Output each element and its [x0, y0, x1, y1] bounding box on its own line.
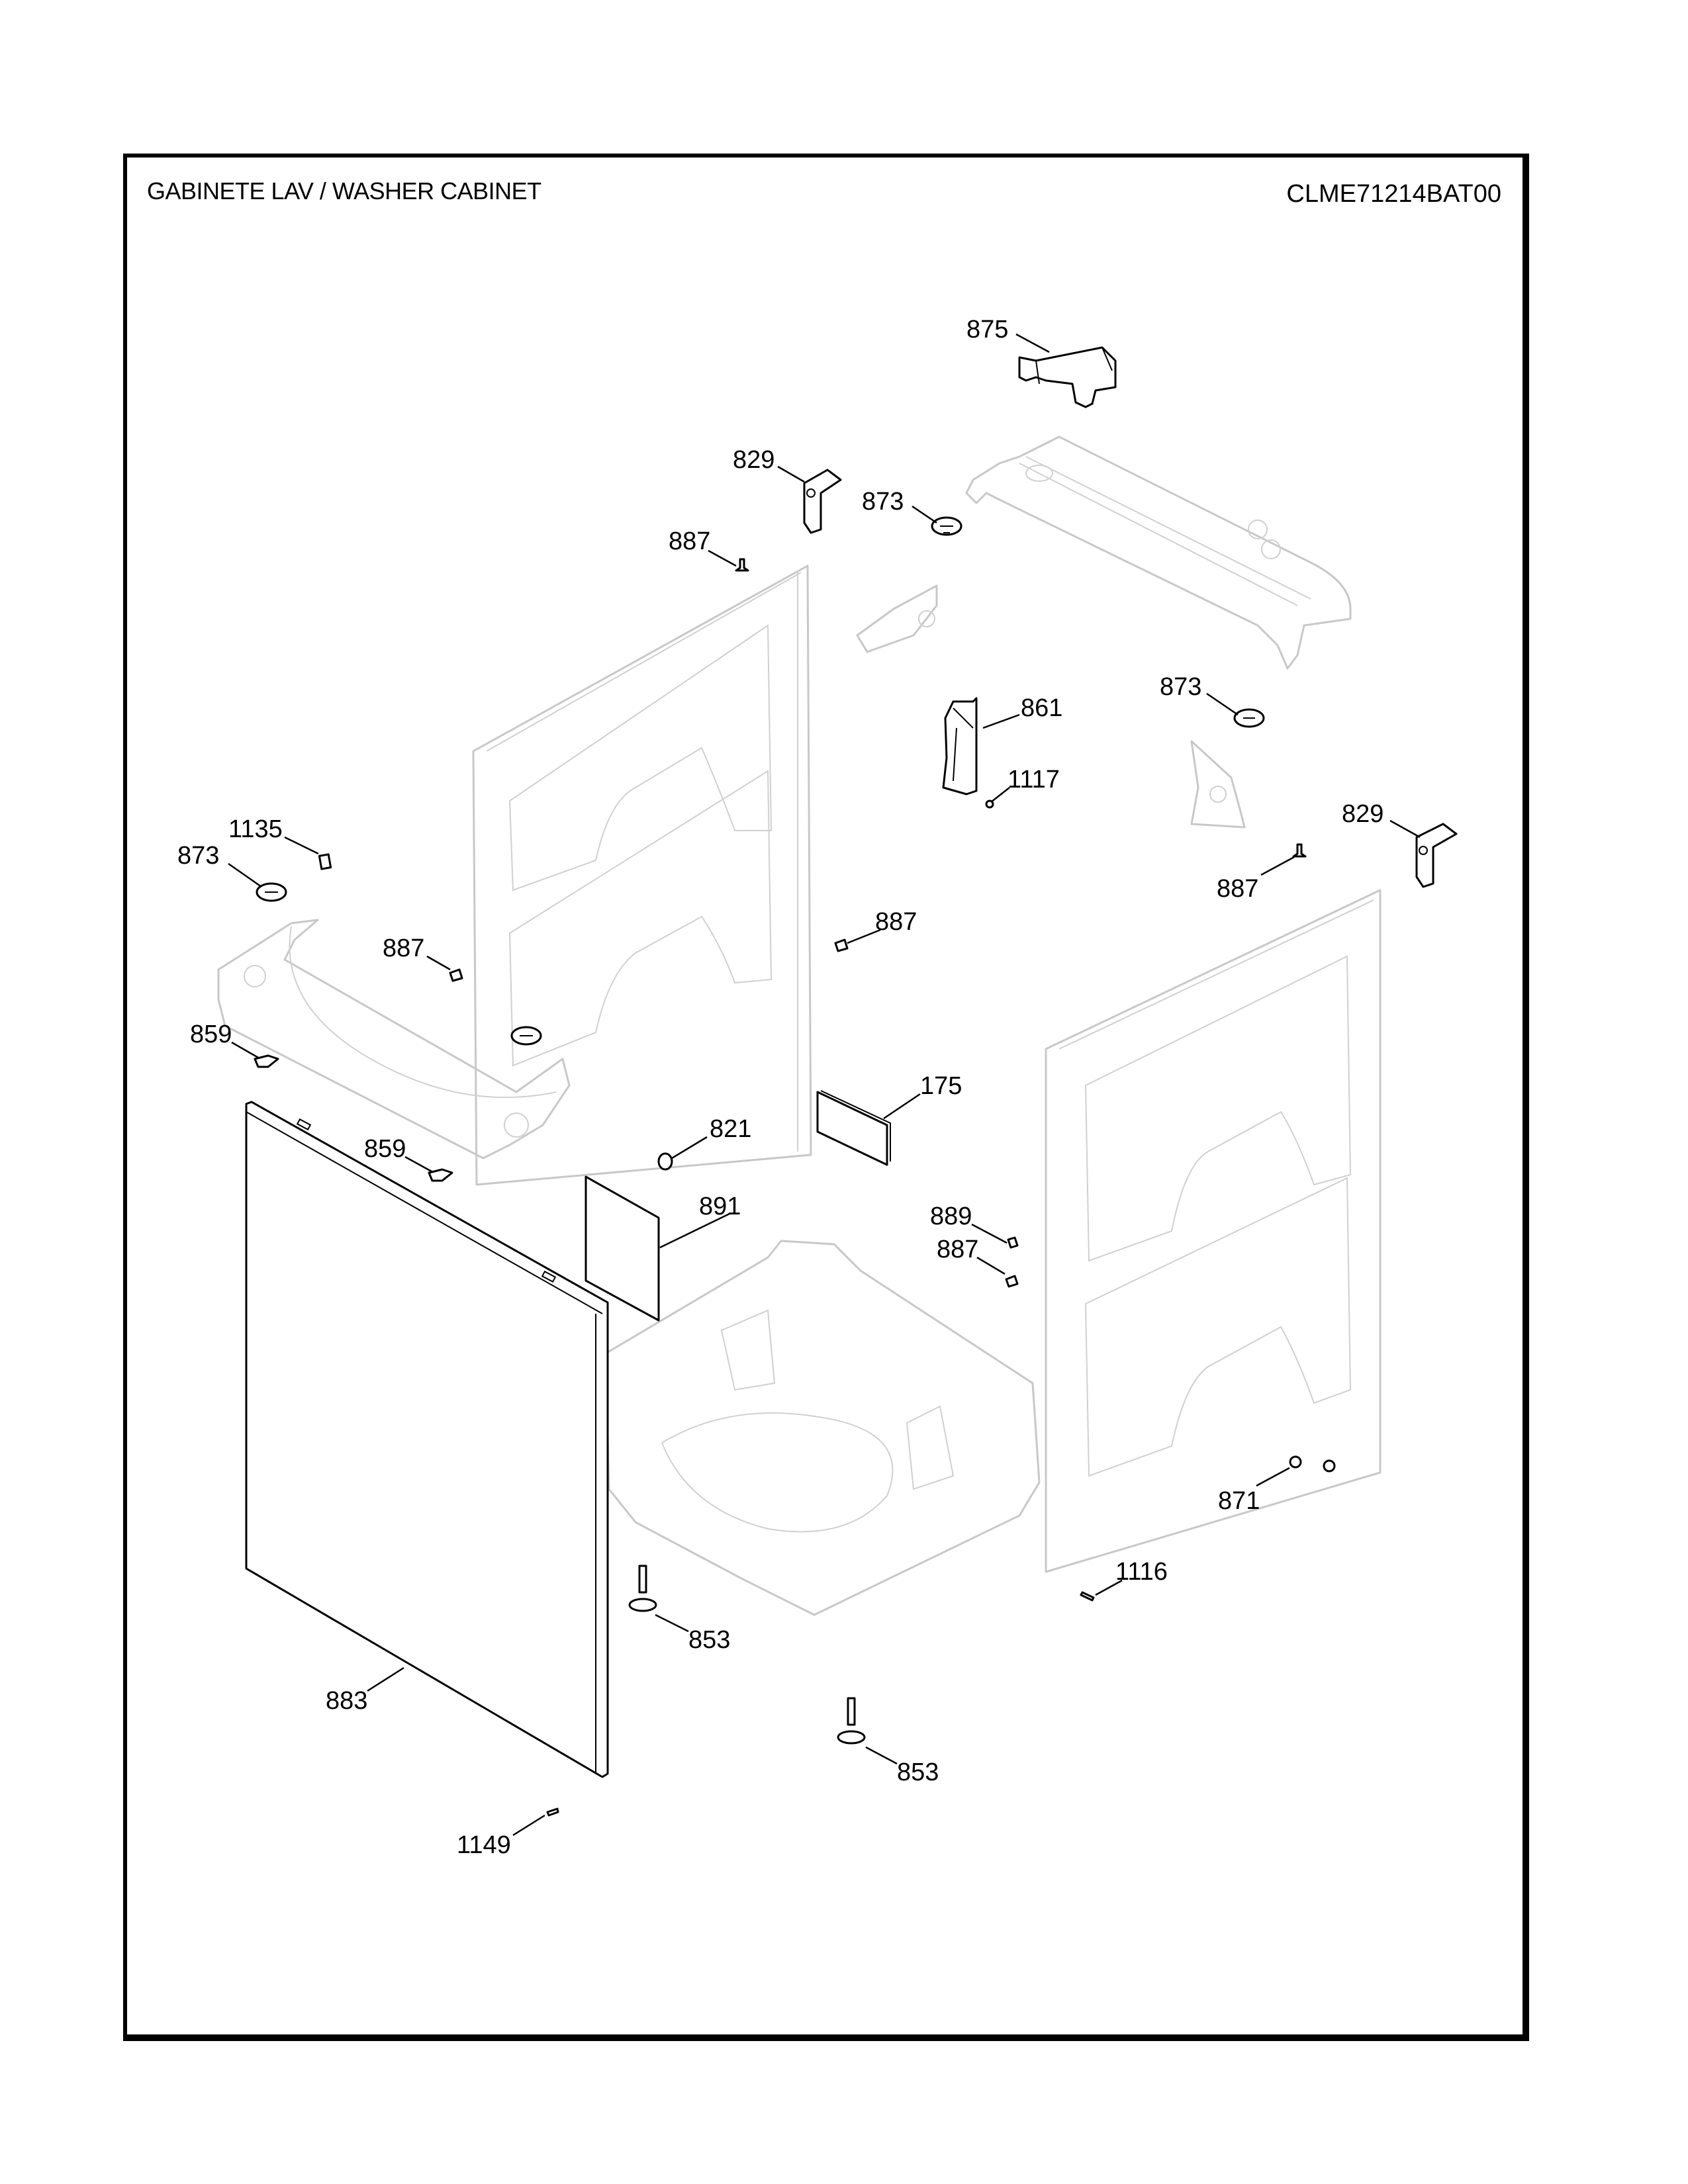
- left-side-panel: [472, 565, 812, 1186]
- part-887-screw[interactable]: [1005, 1275, 1019, 1288]
- callout-821[interactable]: 821: [710, 1115, 751, 1143]
- callout-1116[interactable]: 1116: [1115, 1558, 1168, 1586]
- part-829-corner-bracket[interactable]: [803, 469, 842, 534]
- callout-875[interactable]: 875: [966, 316, 1008, 343]
- left-front-frame: [217, 919, 571, 1160]
- part-887-screw[interactable]: [1292, 843, 1307, 858]
- part-1116-screw[interactable]: [1080, 1591, 1095, 1602]
- callout-873[interactable]: 873: [862, 488, 904, 516]
- part-861-hose-guide[interactable]: [942, 697, 978, 796]
- model-number: CLME71214BAT00: [1286, 180, 1501, 208]
- callout-853[interactable]: 853: [688, 1626, 730, 1654]
- part-853-leveling-foot[interactable]: [837, 1697, 866, 1745]
- part-873-clip-nut-on-panel[interactable]: [510, 1026, 542, 1046]
- callout-873[interactable]: 873: [1160, 673, 1201, 701]
- part-1149-screw[interactable]: [546, 1807, 559, 1817]
- callout-861[interactable]: 861: [1021, 694, 1062, 722]
- part-829-corner-bracket[interactable]: [1415, 823, 1458, 888]
- part-873-clip-nut[interactable]: [256, 882, 287, 902]
- part-1135-clip[interactable]: [318, 853, 332, 870]
- top-right-corner-plate: [1190, 740, 1246, 829]
- callout-1135[interactable]: 1135: [228, 815, 283, 843]
- callout-873[interactable]: 873: [177, 842, 219, 870]
- part-891-label-plate[interactable]: [585, 1175, 660, 1322]
- callout-887[interactable]: 887: [875, 908, 917, 936]
- callout-887[interactable]: 887: [1217, 875, 1258, 903]
- leader-lines: [228, 333, 1421, 1837]
- callout-829[interactable]: 829: [1342, 800, 1383, 828]
- part-859-latch-clip[interactable]: [428, 1168, 453, 1182]
- part-821-spacer[interactable]: [657, 1152, 673, 1171]
- callout-859[interactable]: 859: [190, 1021, 232, 1048]
- callout-labels: 875 829 873 887 861 873 1117 829 887 113…: [177, 316, 1383, 1859]
- callout-887[interactable]: 887: [669, 527, 710, 555]
- callout-853[interactable]: 853: [897, 1758, 939, 1786]
- part-889-clip[interactable]: [1007, 1236, 1019, 1249]
- callout-871[interactable]: 871: [1218, 1487, 1260, 1515]
- part-871-nut[interactable]: [1289, 1455, 1336, 1473]
- top-left-corner-plate: [856, 584, 938, 653]
- callout-891[interactable]: 891: [699, 1193, 741, 1220]
- callout-883[interactable]: 883: [326, 1687, 367, 1715]
- part-853-leveling-foot[interactable]: [628, 1565, 657, 1612]
- part-875-bracket-cover[interactable]: [1018, 346, 1117, 408]
- right-side-panel: [1045, 889, 1382, 1573]
- top-rear-frame: [965, 435, 1352, 670]
- callout-1117[interactable]: 1117: [1008, 766, 1060, 794]
- part-887-screw[interactable]: [834, 938, 849, 952]
- diagram-title: GABINETE LAV / WASHER CABINET: [147, 177, 541, 205]
- callout-829[interactable]: 829: [733, 446, 774, 474]
- part-887-screw[interactable]: [449, 968, 463, 982]
- part-883-front-panel[interactable]: [245, 1101, 609, 1778]
- part-873-clip-nut[interactable]: [931, 516, 962, 536]
- part-859-latch-clip[interactable]: [254, 1054, 279, 1068]
- part-887-screw[interactable]: [735, 558, 749, 572]
- callout-887[interactable]: 887: [937, 1236, 978, 1263]
- callout-889[interactable]: 889: [930, 1203, 972, 1230]
- diagram-border: [123, 154, 1529, 2041]
- callout-859[interactable]: 859: [364, 1135, 406, 1163]
- part-175-insulation-pad[interactable]: [816, 1090, 891, 1166]
- callout-175[interactable]: 175: [920, 1072, 962, 1100]
- base-frame: [604, 1240, 1041, 1616]
- part-873-clip-nut[interactable]: [1233, 708, 1265, 728]
- callout-887[interactable]: 887: [383, 934, 424, 962]
- callout-1149[interactable]: 1149: [457, 1831, 511, 1859]
